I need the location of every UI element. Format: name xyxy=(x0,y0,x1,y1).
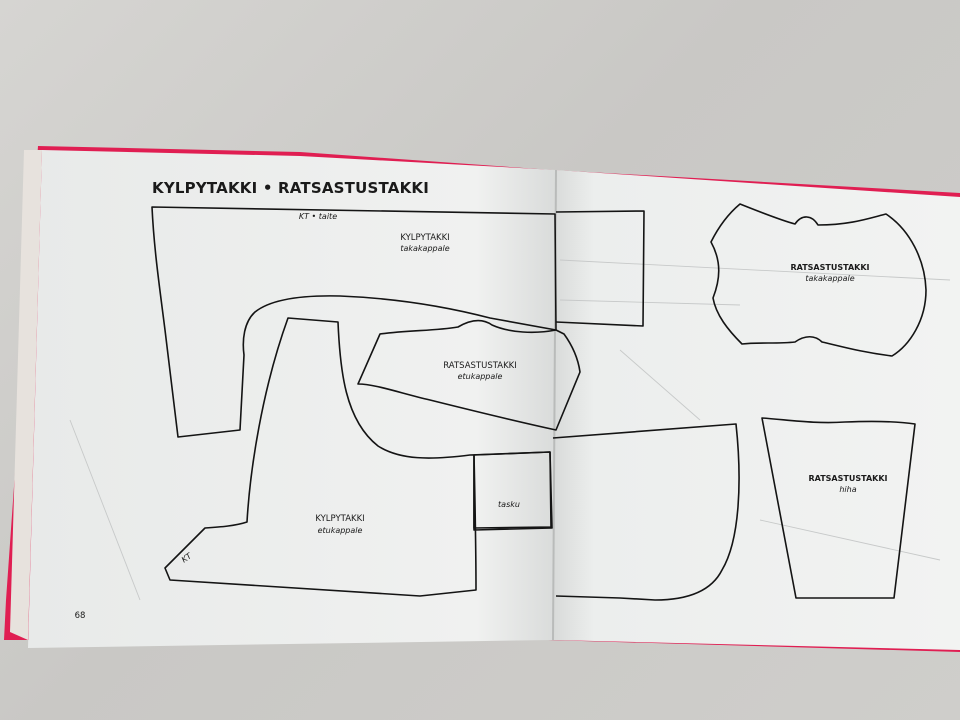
ratsastustakki-sleeve-part: hiha xyxy=(839,485,856,494)
pocket-piece xyxy=(473,451,552,529)
kylpytakki-back-continuation xyxy=(555,210,645,327)
page-edges xyxy=(10,150,42,640)
ratsastustakki-sleeve-piece xyxy=(761,417,916,599)
fold-label: KT • taite xyxy=(299,212,337,221)
page-title: KYLPYTAKKI • RATSASTUSTAKKI xyxy=(152,179,429,197)
ratsastustakki-front-piece xyxy=(357,319,581,431)
page-number: 68 xyxy=(75,611,86,621)
ratsastustakki-back-name: RATSASTUSTAKKI xyxy=(790,263,869,272)
kylpytakki-back-piece xyxy=(151,206,557,438)
ratsastustakki-sleeve-name: RATSASTUSTAKKI xyxy=(808,474,887,483)
kylpytakki-back-name: KYLPYTAKKI xyxy=(400,233,449,243)
ratsastustakki-front-name: RATSASTUSTAKKI xyxy=(443,361,516,371)
ratsastustakki-front-part: etukappale xyxy=(458,372,503,381)
kylpytakki-back-part: takakappale xyxy=(400,244,449,253)
ratsastustakki-back-piece xyxy=(710,203,927,357)
kylpytakki-front-continuation xyxy=(552,423,740,601)
show-through-lines xyxy=(69,259,951,601)
kylpytakki-front-name: KYLPYTAKKI xyxy=(315,514,364,524)
ratsastustakki-back-part: takakappale xyxy=(805,274,854,283)
right-page xyxy=(553,170,960,650)
kylpytakki-front-part: etukappale xyxy=(318,526,363,535)
pocket-label: tasku xyxy=(498,500,520,509)
left-page xyxy=(28,150,556,648)
